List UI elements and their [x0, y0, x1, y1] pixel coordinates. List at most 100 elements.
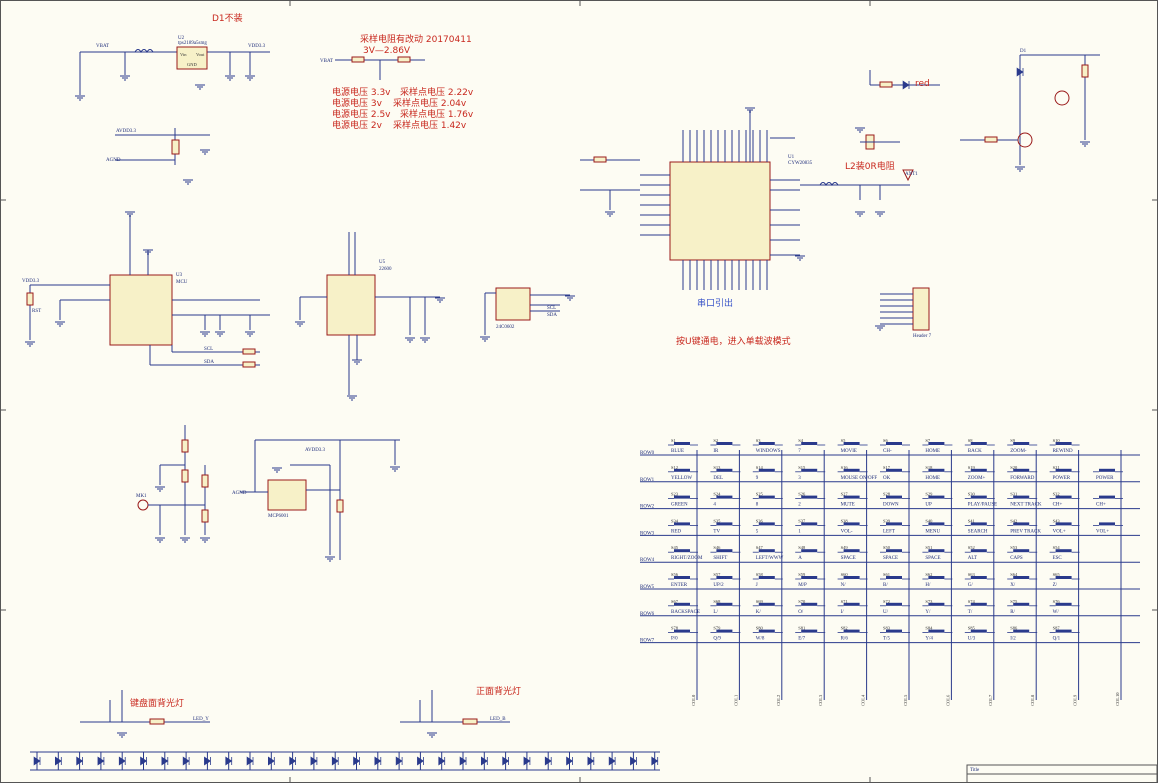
- switch-ref: S19: [968, 465, 976, 470]
- svg-text:D1: D1: [1020, 49, 1027, 54]
- col-label: COL10: [1115, 692, 1120, 706]
- backlight-led: [97, 752, 105, 770]
- switch-ref: S64: [1010, 572, 1018, 577]
- switch-ref: S85: [968, 626, 976, 631]
- switch-ref: S5: [841, 438, 847, 443]
- key-label: G/: [968, 583, 974, 588]
- key-label: MUTE: [841, 503, 855, 508]
- key-label: REWIND: [1053, 449, 1073, 454]
- backlight-led: [651, 752, 659, 770]
- switch-ref: S72: [883, 599, 890, 604]
- key-label: ZOOM+: [968, 476, 986, 481]
- switch-ref: S46: [713, 545, 721, 550]
- eeprom-chip: [495, 287, 531, 321]
- col-label: COL5: [903, 694, 908, 706]
- u5-block: U5 22600: [294, 232, 446, 401]
- switch-ref: S23: [671, 492, 679, 497]
- switch-ref: S18: [925, 465, 933, 470]
- svg-text:AGND: AGND: [106, 158, 121, 163]
- key-label: B/: [883, 583, 888, 588]
- switch-ref: S2: [713, 438, 718, 443]
- key-label: ALT: [968, 556, 977, 561]
- switch-ref: S42: [1010, 518, 1017, 523]
- key-label: OK: [883, 476, 891, 481]
- key-label: RIGHT/ZOOM: [671, 556, 703, 561]
- backlight-led: [416, 752, 424, 770]
- switch-ref: S14: [756, 465, 764, 470]
- svg-text:22600: 22600: [379, 267, 392, 272]
- svg-text:24C0602: 24C0602: [496, 325, 515, 330]
- key-label: K/: [756, 610, 762, 615]
- svg-text:SDA: SDA: [204, 360, 214, 365]
- key-label: L/: [713, 610, 718, 615]
- sample-resistor-note: 采样电阻有改动 20170411: [360, 33, 472, 45]
- key-label: O/: [798, 610, 804, 615]
- key-label: Y/: [925, 610, 931, 615]
- key-label: ESC: [1053, 556, 1063, 561]
- col-label: COL4: [861, 694, 866, 706]
- backlight-led: [182, 752, 190, 770]
- key-label: N/: [841, 583, 847, 588]
- switch-ref: S87: [1053, 626, 1061, 631]
- key-label: P/0: [671, 637, 678, 642]
- switch-ref: S12: [671, 465, 678, 470]
- switch-ref: S30: [968, 492, 976, 497]
- switch-ref: S45: [671, 545, 679, 550]
- key-label: 7: [798, 449, 801, 454]
- switch-ref: S1: [671, 438, 676, 443]
- backlight-led: [33, 752, 41, 770]
- key-label: WINDOWS: [756, 449, 781, 454]
- svg-text:AVDD3.3: AVDD3.3: [305, 448, 326, 453]
- switch-ref: S39: [883, 518, 891, 523]
- backlight-led: [331, 752, 339, 770]
- voltage-row-4-supply: 电源电压 2v: [332, 119, 383, 131]
- backlight-led: [246, 752, 254, 770]
- key-label: NEXT TRACK: [1010, 503, 1042, 508]
- key-label: TV: [713, 529, 720, 534]
- antenna-block: L2装0R电阻 ANT1: [800, 127, 918, 217]
- switch-ref: S38: [841, 518, 849, 523]
- svg-text:U3: U3: [176, 273, 183, 278]
- voltage-row-2-sample: 采样点电压 2.04v: [393, 97, 467, 109]
- svg-text:AGND: AGND: [232, 491, 247, 496]
- svg-text:tps2189a5smg: tps2189a5smg: [178, 41, 207, 46]
- key-switch: CH+: [1092, 495, 1124, 508]
- switch-ref: S41: [968, 518, 975, 523]
- switch-ref: S52: [968, 545, 975, 550]
- ldo-regulator: [176, 46, 208, 70]
- backlight-led: [502, 752, 510, 770]
- key-label: FORWARD: [1010, 476, 1035, 481]
- switch-ref: S16: [841, 465, 849, 470]
- key-label: U/: [883, 610, 889, 615]
- col-label: COL2: [776, 695, 781, 706]
